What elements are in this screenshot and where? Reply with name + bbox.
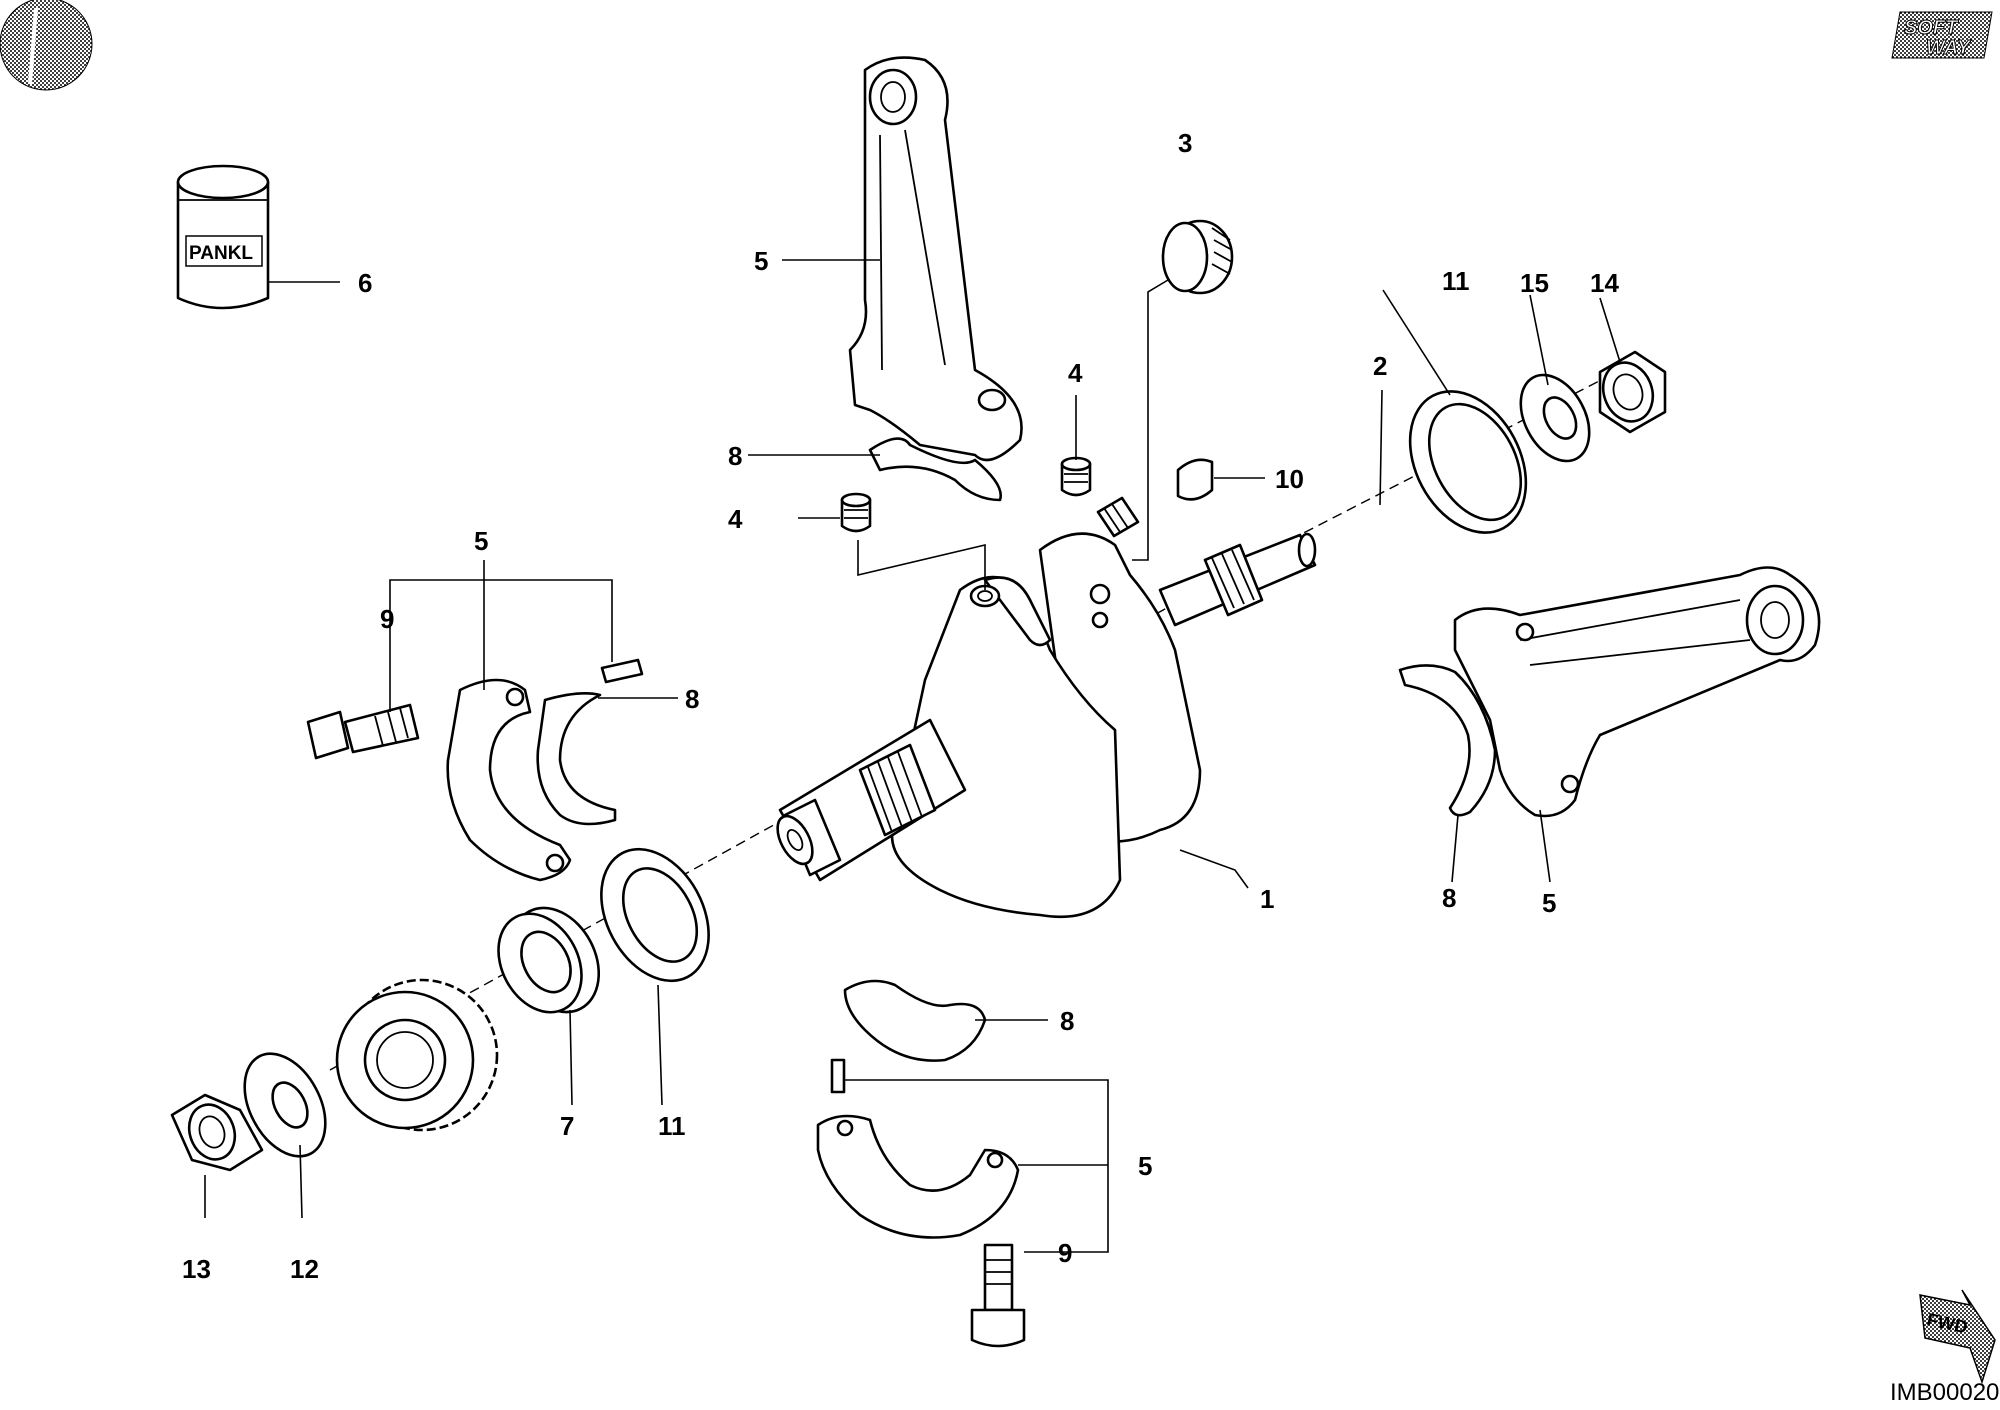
image-code: IMB00020 xyxy=(1890,1379,1999,1406)
part-5-left-bearing-cap xyxy=(446,678,572,882)
callout-8-right: 8 xyxy=(1442,883,1456,913)
part-9-bolt-lower xyxy=(970,1243,1026,1348)
part-4-plug-right xyxy=(1060,456,1092,497)
callout-3: 3 xyxy=(1178,128,1192,158)
part-10-key xyxy=(1176,458,1214,501)
logo-line2: WAY xyxy=(1926,37,1972,59)
part-9-dowel-pin-left xyxy=(600,658,644,684)
logo-line1: SOFT xyxy=(1904,17,1959,39)
part-11-rear-washer xyxy=(1408,390,1528,534)
callout-4-right: 4 xyxy=(1068,358,1083,388)
leader-lines xyxy=(204,259,1621,1253)
part-5-right-connecting-rod xyxy=(1453,566,1821,818)
part-15-washer xyxy=(1519,373,1591,463)
callout-1: 1 xyxy=(1260,884,1274,914)
softway-logo-icon: SOFT WAY xyxy=(1891,11,1993,60)
callout-13: 13 xyxy=(182,1254,211,1284)
gear-icon xyxy=(335,978,499,1132)
part-7-spacer-bush xyxy=(497,906,601,1014)
part-3-plug xyxy=(1161,219,1234,295)
part-14-nut xyxy=(1598,350,1667,434)
callout-8-upper: 8 xyxy=(728,441,742,471)
callout-7: 7 xyxy=(560,1111,574,1141)
corner-badge-icon xyxy=(0,0,93,91)
part-12-washer xyxy=(243,1052,327,1158)
part-4-plug-left xyxy=(840,492,872,533)
callout-6: 6 xyxy=(358,268,372,298)
callout-11-rear: 11 xyxy=(1442,266,1470,296)
part-5-lower-bearing-cap xyxy=(816,1114,1020,1239)
part-9-bolt-left xyxy=(306,703,420,760)
callout-10: 10 xyxy=(1275,464,1304,494)
part-5-upper-connecting-rod xyxy=(848,56,1023,462)
pankl-text: PANKL xyxy=(189,243,253,264)
callout-12: 12 xyxy=(290,1254,319,1284)
part-8-right-bearing-shell xyxy=(1398,664,1497,817)
callout-5-left-cap: 5 xyxy=(474,526,488,556)
callout-14: 14 xyxy=(1590,268,1619,298)
part-2-grub-screw xyxy=(1096,496,1140,538)
callout-5-upper-rod: 5 xyxy=(754,246,768,276)
callout-9-left: 9 xyxy=(380,604,394,634)
part-8-left-bearing-shell xyxy=(536,692,617,826)
part-8-upper-bearing-shell xyxy=(868,437,1002,502)
part-1-crankshaft xyxy=(776,532,1317,919)
callout-2: 2 xyxy=(1373,351,1387,381)
callouts: 1 2 3 4 4 5 5 5 5 6 7 8 8 8 8 9 9 10 11 … xyxy=(182,128,1619,1284)
part-11-front-washer xyxy=(600,847,710,983)
callout-4-left: 4 xyxy=(728,504,743,534)
callout-8-left: 8 xyxy=(685,684,699,714)
callout-11-front: 11 xyxy=(658,1111,686,1141)
fwd-arrow-icon: FWD xyxy=(1919,1289,1996,1385)
callout-5-right-rod: 5 xyxy=(1542,888,1556,918)
part-13-nut xyxy=(170,1093,264,1172)
part-6-pankl-pin-can: PANKL xyxy=(176,164,270,310)
part-8-lower-bearing-shell xyxy=(843,979,987,1062)
callout-9-lower: 9 xyxy=(1058,1238,1072,1268)
callout-5-lower-cap: 5 xyxy=(1138,1151,1152,1181)
part-9-dowel-pin-lower xyxy=(830,1058,846,1094)
callout-8-lower: 8 xyxy=(1060,1006,1074,1036)
callout-15: 15 xyxy=(1520,268,1549,298)
